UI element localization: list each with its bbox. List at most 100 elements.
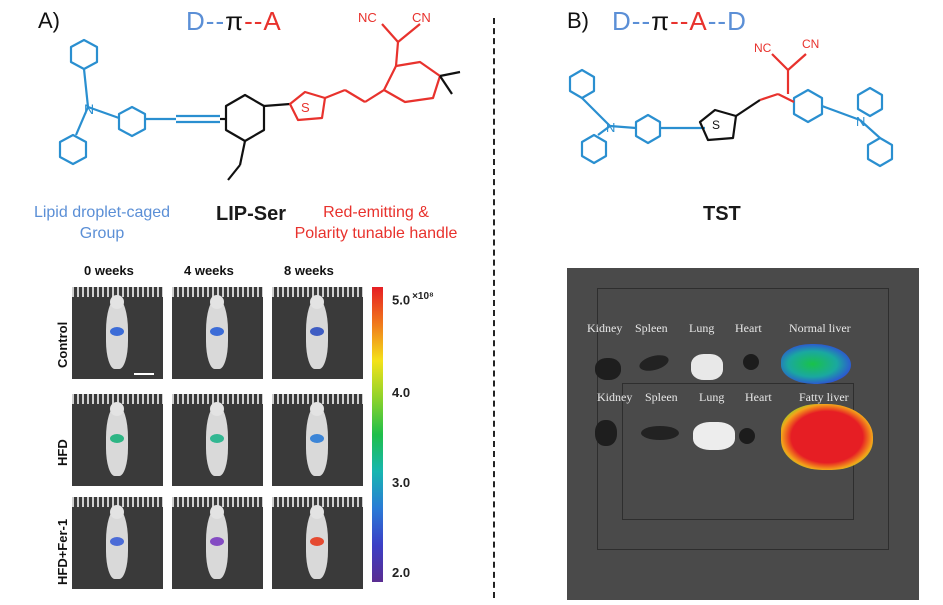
nitrile-label: NC xyxy=(358,10,377,25)
nitrogen-label: N xyxy=(856,114,865,129)
caption-red-emitting: Red-emitting & Polarity tunable handle xyxy=(268,202,484,244)
mouse-head xyxy=(310,402,324,416)
panel-b-scheme: D--π--A--D xyxy=(612,6,747,37)
panel-divider xyxy=(493,18,495,598)
scheme-donor: D xyxy=(186,6,206,36)
colorbar-max-label: 5.0×10⁸ xyxy=(392,291,434,308)
organ-label: Normal liver xyxy=(789,321,851,335)
ex-vivo-organ-image: Kidney Spleen Lung Heart Normal liver Ki… xyxy=(567,268,919,600)
caption-line: Red-emitting & xyxy=(323,204,429,221)
panel-a-scheme: D--π--A xyxy=(186,6,282,37)
lip-ser-structure: N S NC CN xyxy=(58,10,461,181)
panel-b-label: B) xyxy=(567,8,589,33)
scheme-dash: -- xyxy=(707,6,728,36)
colorbar xyxy=(372,287,383,582)
mouse-head xyxy=(110,505,124,519)
fluorescence-signal xyxy=(210,434,224,443)
caption-lipid-droplet: Lipid droplet-caged Group xyxy=(0,202,204,244)
scheme-dash: -- xyxy=(631,6,652,36)
organ-label: Heart xyxy=(745,390,772,404)
sulfur-label: S xyxy=(712,118,720,132)
mouse-image-tile xyxy=(172,287,263,379)
mouse-image-tile xyxy=(272,287,363,379)
row-label: HFD xyxy=(55,439,70,466)
mouse-image-tile xyxy=(272,497,363,589)
scheme-pi: π xyxy=(651,6,671,36)
scheme-pi: π xyxy=(225,6,245,36)
nitrile-label: NC xyxy=(754,41,772,55)
scheme-acceptor: A xyxy=(689,6,708,36)
row-label: Control xyxy=(55,321,70,368)
cage-bars xyxy=(272,497,363,507)
fluorescence-signal xyxy=(310,434,324,443)
mouse-head xyxy=(310,295,324,309)
mouse-image-tile xyxy=(172,394,263,486)
heart-organ xyxy=(743,354,759,370)
lung-organ xyxy=(691,354,723,380)
mouse-head xyxy=(210,505,224,519)
organ-label: Kidney xyxy=(587,321,623,335)
colorbar-tick: 2.0 xyxy=(392,565,411,580)
mouse-head xyxy=(210,295,224,309)
lung-organ xyxy=(693,422,735,450)
fluorescence-signal xyxy=(110,327,124,336)
probe-name-tst: TST xyxy=(703,203,741,225)
mouse-image-tile xyxy=(72,394,163,486)
colorbar-exponent: ×10⁸ xyxy=(412,291,434,302)
cage-bars xyxy=(172,394,263,404)
caption-line: Polarity tunable handle xyxy=(294,225,458,242)
organ-label: Heart xyxy=(735,321,762,335)
fluorescence-signal xyxy=(110,434,124,443)
caption-line: Group xyxy=(79,225,125,242)
cage-bars xyxy=(72,287,163,297)
cage-bars xyxy=(72,394,163,404)
fluorescence-signal xyxy=(210,537,224,546)
tst-structure: N S N NC CN xyxy=(568,37,894,168)
acceptor-moiety xyxy=(288,23,442,122)
organ-label: Kidney xyxy=(597,390,633,404)
mouse-image-tile xyxy=(172,497,263,589)
heart-organ xyxy=(739,428,755,444)
probe-name-lip-ser: LIP-Ser xyxy=(216,203,287,225)
mouse-head xyxy=(110,295,124,309)
colorbar-tick: 3.0 xyxy=(392,475,411,490)
scheme-dash: -- xyxy=(244,6,264,36)
scheme-dash: -- xyxy=(205,6,226,36)
fluorescence-signal xyxy=(210,327,224,336)
spleen-organ xyxy=(641,426,679,440)
cage-bars xyxy=(172,497,263,507)
colorbar-tick: 4.0 xyxy=(392,385,411,400)
scale-bar xyxy=(134,373,154,375)
mouse-head xyxy=(110,402,124,416)
fatty-liver-signal xyxy=(781,404,873,470)
column-header: 0 weeks xyxy=(84,263,134,278)
cage-bars xyxy=(72,497,163,507)
fluorescence-signal xyxy=(310,537,324,546)
scheme-donor: D xyxy=(612,6,632,36)
plate-outline xyxy=(597,288,889,550)
scheme-donor: D xyxy=(727,6,747,36)
mouse-head xyxy=(310,505,324,519)
nitrile-label: CN xyxy=(412,10,431,25)
normal-liver-signal xyxy=(781,344,851,384)
row-label: HFD+Fer-1 xyxy=(55,518,70,585)
mouse-head xyxy=(210,402,224,416)
kidney-organ xyxy=(595,358,621,380)
cage-bars xyxy=(272,394,363,404)
nitrogen-label: N xyxy=(606,120,615,135)
scheme-acceptor: A xyxy=(263,6,282,36)
mouse-image-tile xyxy=(72,497,163,589)
mouse-image-tile xyxy=(72,287,163,379)
organ-label: Fatty liver xyxy=(799,390,849,404)
fluorescence-signal xyxy=(310,327,324,336)
mouse-image-tile xyxy=(272,394,363,486)
kidney-organ xyxy=(595,420,617,446)
fluorescence-signal xyxy=(110,537,124,546)
column-header: 4 weeks xyxy=(184,263,234,278)
organ-label: Lung xyxy=(689,321,715,335)
caption-line: Lipid droplet-caged xyxy=(33,204,171,221)
organ-label: Lung xyxy=(699,390,725,404)
organ-label: Spleen xyxy=(645,390,678,404)
panel-a-label: A) xyxy=(38,8,60,33)
